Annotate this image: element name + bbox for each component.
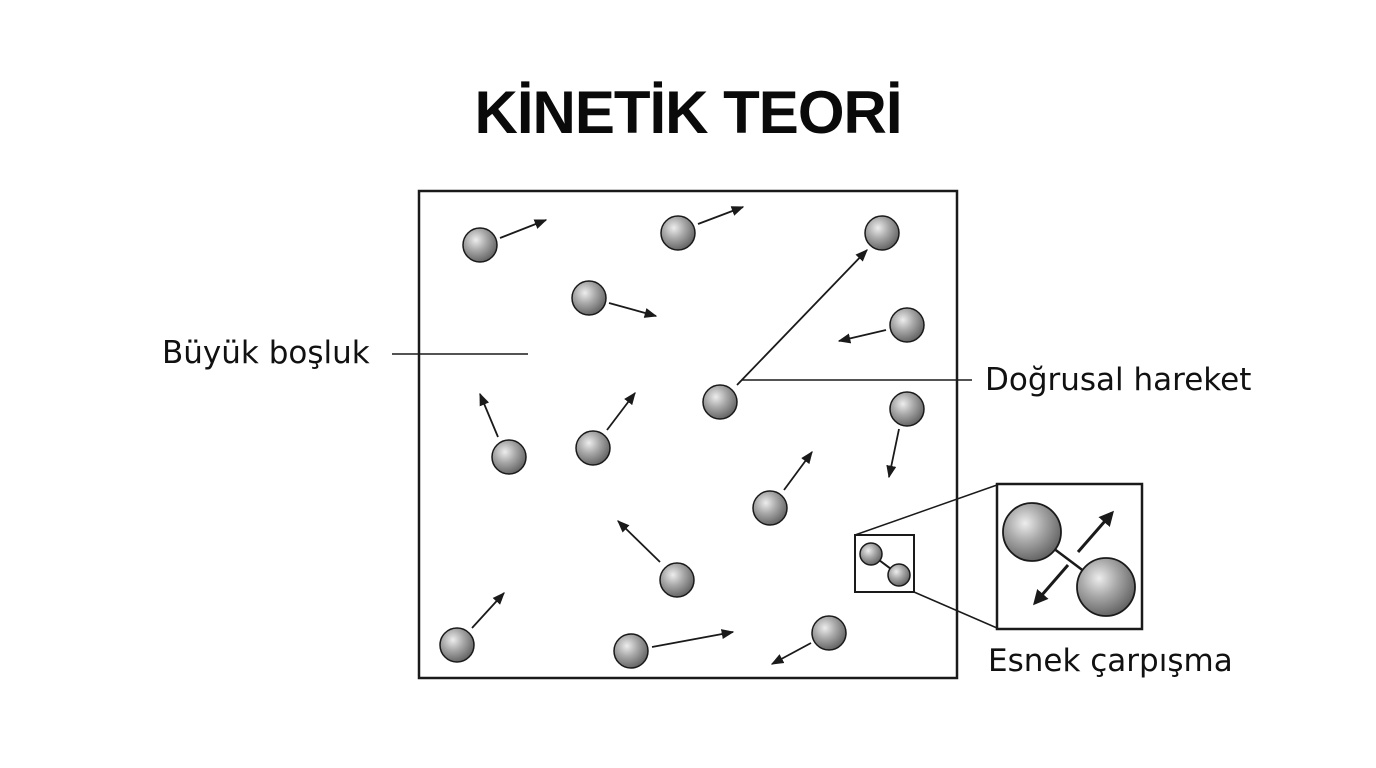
gas-particle-9	[575, 430, 611, 466]
velocity-arrow-5	[837, 329, 887, 344]
gas-particle-1	[462, 227, 498, 263]
particle-group	[439, 206, 925, 669]
velocity-arrow-7	[886, 428, 900, 479]
collision-highlight-box	[854, 534, 915, 593]
elastic-collision-label: Esnek çarpışma	[988, 643, 1233, 679]
collision-arrow-out-up	[1076, 510, 1114, 553]
velocity-arrow-12	[471, 592, 505, 629]
velocity-arrow-11	[617, 520, 661, 563]
gas-particle-4	[571, 280, 607, 316]
gas-particle-13	[613, 633, 649, 669]
gas-particle-11	[659, 562, 695, 598]
velocity-arrow-6	[736, 249, 868, 386]
velocity-arrow-4	[608, 302, 658, 318]
velocity-arrow-1	[499, 219, 548, 239]
gas-particle-7	[889, 391, 925, 427]
gas-particle-8	[491, 439, 527, 475]
gas-particle-5	[889, 307, 925, 343]
velocity-arrow-13	[651, 629, 735, 648]
large-space-label: Büyük boşluk	[162, 335, 370, 371]
gas-container-box	[417, 189, 959, 680]
collision-particle-large-a	[1002, 502, 1062, 562]
gas-particle-6	[702, 384, 738, 420]
gas-particle-2	[660, 215, 696, 251]
velocity-arrow-2	[697, 206, 745, 225]
diagram-title: KİNETİK TEORİ	[474, 79, 902, 146]
gas-particle-3	[864, 215, 900, 251]
velocity-arrow-9	[606, 391, 636, 431]
velocity-arrow-8	[479, 392, 499, 438]
zoom-connector-bottom	[913, 591, 998, 629]
velocity-arrow-10	[783, 450, 813, 491]
collision-particle-large-b	[1076, 557, 1136, 617]
gas-particle-10	[752, 490, 788, 526]
collision-arrow-out-down	[1033, 564, 1070, 606]
gas-particle-14	[811, 615, 847, 651]
collision-particle-small-b	[887, 563, 911, 587]
straight-motion-label: Doğrusal hareket	[985, 362, 1252, 398]
collision-zoom-group	[854, 482, 1144, 631]
velocity-arrow-14	[770, 642, 812, 665]
collision-particle-small-a	[859, 542, 883, 566]
gas-particle-12	[439, 627, 475, 663]
zoom-connector-top	[854, 484, 998, 536]
